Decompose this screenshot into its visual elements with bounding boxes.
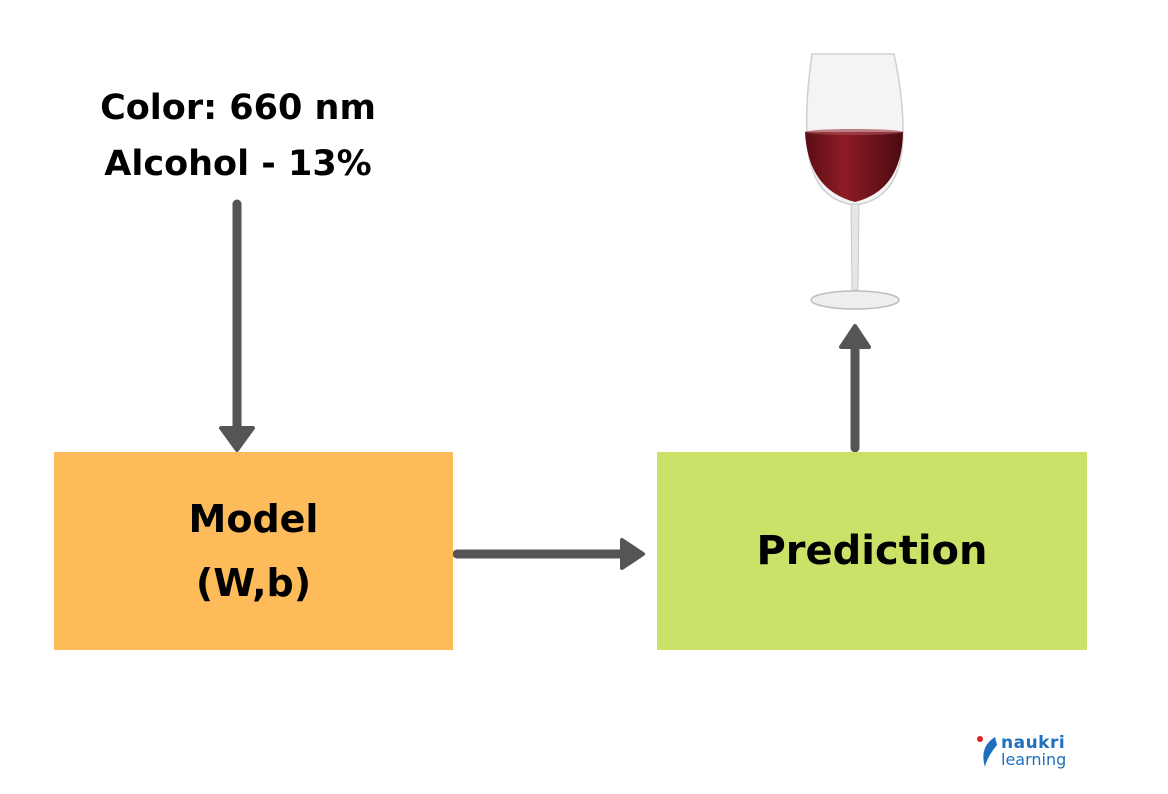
input-arrow-head	[219, 426, 255, 452]
prediction-box: Prediction	[657, 452, 1087, 650]
logo-line1: naukri	[1001, 733, 1066, 753]
input-alcohol: Alcohol - 13%	[104, 144, 372, 184]
prediction-up-head	[839, 324, 871, 349]
input-color: Color: 660 nm	[100, 88, 376, 128]
logo-line2: learning	[1001, 750, 1067, 769]
model-to-prediction-head	[620, 538, 645, 570]
prediction-title: Prediction	[756, 528, 988, 574]
wine-glass-icon	[805, 53, 904, 310]
model-params: (W,b)	[195, 561, 312, 605]
model-title: Model	[188, 497, 319, 541]
model-box: Model (W,b)	[54, 452, 453, 650]
input-features-label: Color: 660 nm Alcohol - 13%	[78, 80, 398, 192]
logo-swoosh-icon	[977, 736, 997, 767]
naukri-learning-logo: naukri learning	[975, 733, 1075, 773]
